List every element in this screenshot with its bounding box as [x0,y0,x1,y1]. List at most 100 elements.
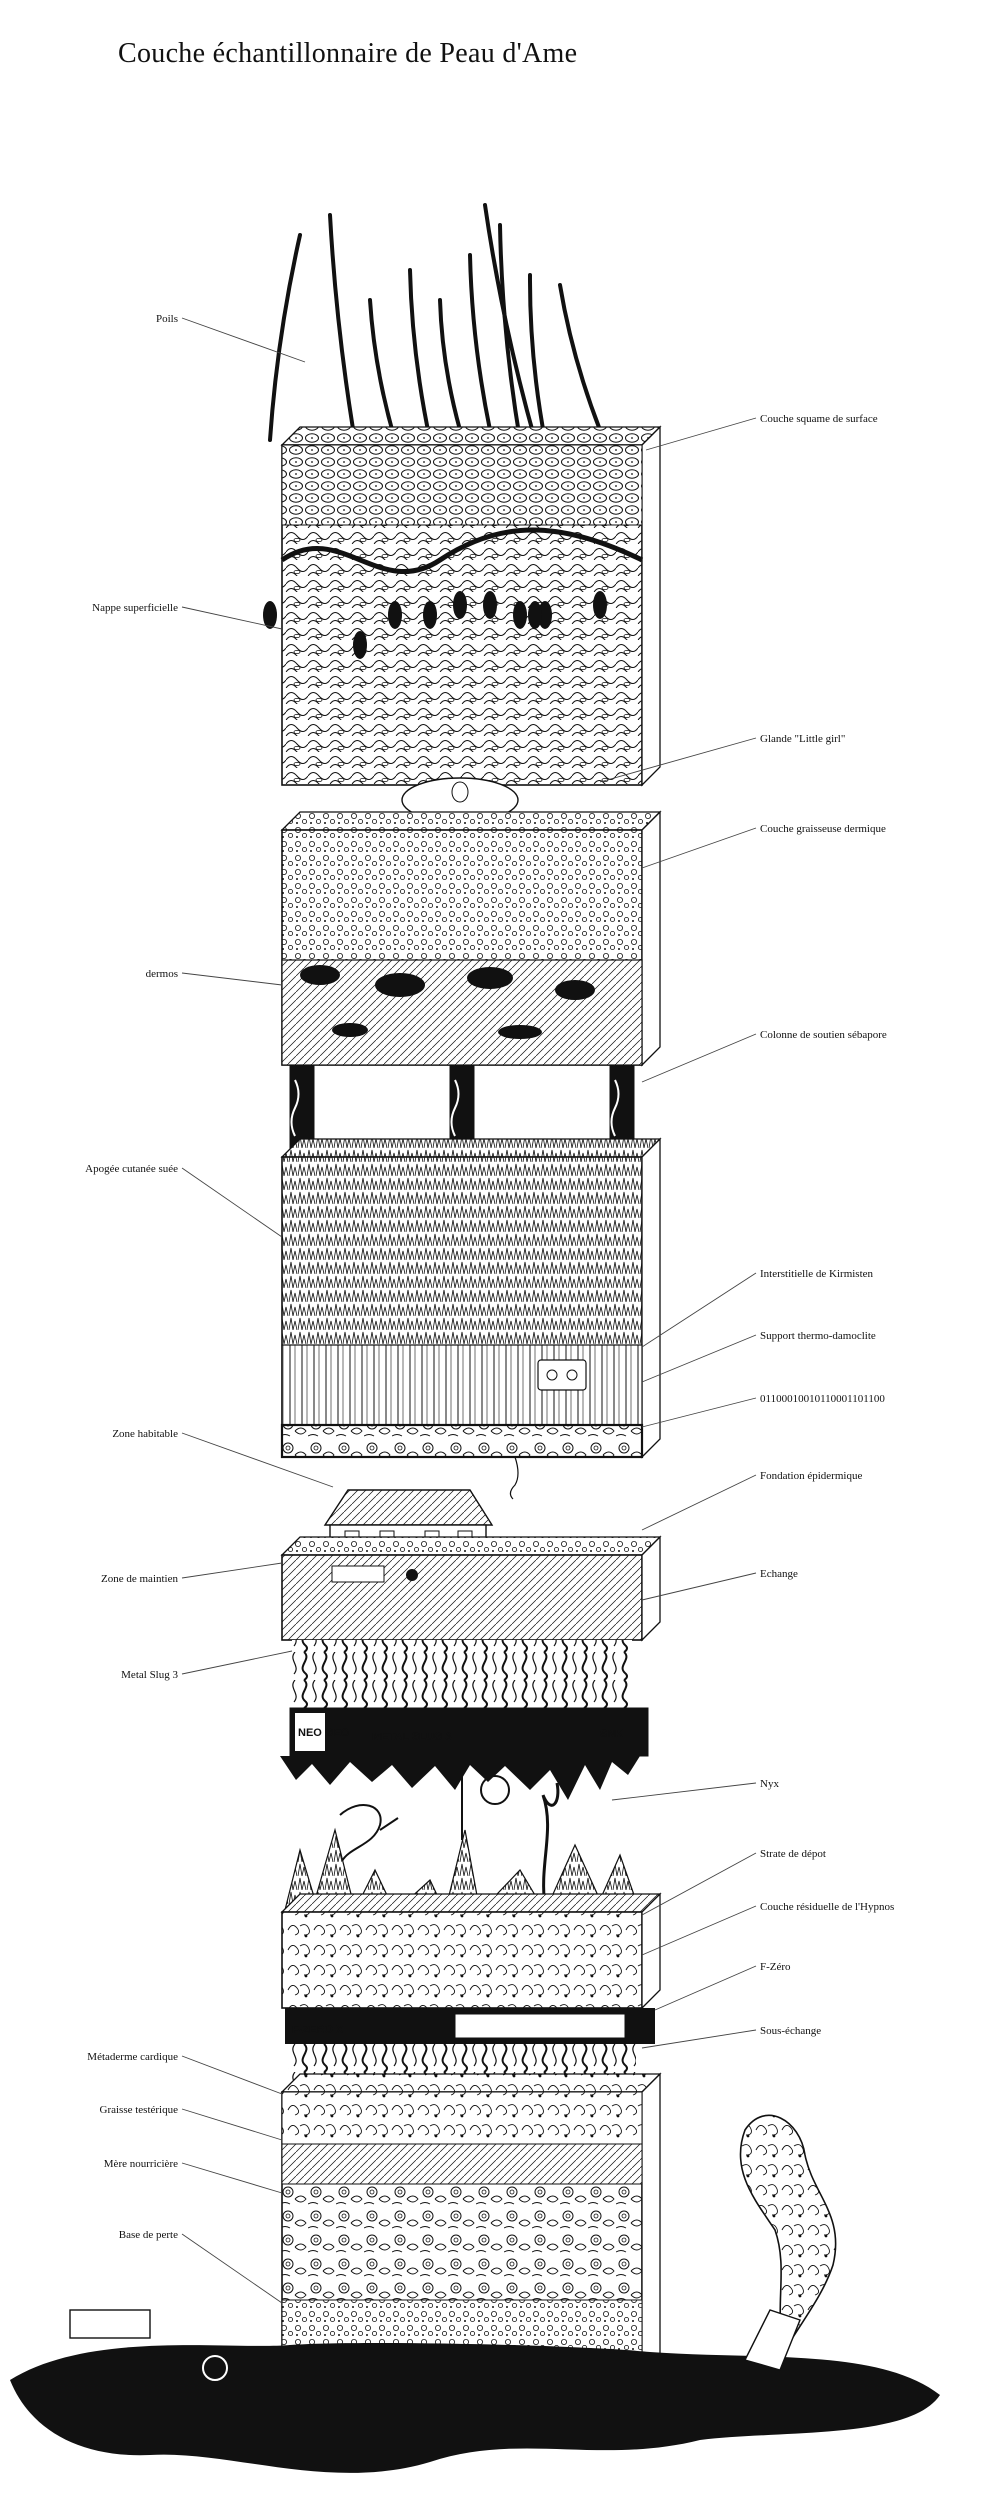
leader-line [641,827,757,869]
nappe-dark-wave [280,527,644,574]
leader-line [181,1562,283,1579]
gland-face [451,781,469,803]
label-left: Zone de maintien [101,1573,178,1585]
label-left: Graisse testérique [100,2104,179,2116]
cartridge-text-metal_slug: METAL SLUG 3 [372,1731,452,1743]
leader-line [654,1965,757,2011]
cassette-reel [566,1369,578,1381]
house-roof [323,1489,494,1526]
hair-follicle [353,631,367,659]
label-right: Couche graisseuse dermique [760,823,886,835]
hair-strand [408,268,432,442]
cartridge-spine [295,1713,325,1751]
pool-creature [202,2355,228,2381]
leader-line [599,737,757,783]
cartridge-text-fzero: F-ZERO X [292,2024,344,2036]
deposit-block-top [280,1893,662,1913]
label-left: Metal Slug 3 [121,1669,178,1681]
label-left: dermos [146,968,178,980]
leader-line [641,1905,757,1956]
leader-line [641,1572,757,1601]
cartridge-text-snk: SNK [600,1728,623,1740]
tiny-bed [69,2309,151,2339]
hair-strand [268,233,302,442]
label-right: Couche résiduelle de l'Hypnos [760,1901,894,1913]
sweat-apex-block-top [280,1138,662,1158]
hair-strand [558,283,602,432]
torch-hand [743,2309,801,2371]
exchange-worms [292,1640,632,1708]
leader-line [641,1474,757,1531]
hair-strand [368,298,397,442]
label-left: Apogée cutanée suée [85,1163,178,1175]
cartridge-text-neo_geo: NEO GEO [298,1727,350,1739]
skin-top-layer-top [280,426,662,446]
leader-line [641,1272,757,1348]
surface-scale-band [281,444,643,526]
dermos-dark-blot [555,980,595,1000]
leader-line [181,1432,334,1488]
binary-ornament-band [280,1423,644,1459]
kirmisten-stripes [281,1344,643,1426]
bottom-block-top [280,2073,662,2093]
leader-line [641,1397,757,1428]
nyx-spikes [284,1827,641,1914]
hair-strand [438,298,462,432]
dermos-dark-blot [467,967,513,989]
column-ornament [610,1079,620,1137]
leader-line [181,606,283,630]
hair-follicle [453,591,467,619]
hair-follicle [483,591,497,619]
foundation-block-top [280,1536,662,1556]
column-ornament [290,1079,300,1137]
layer-stack: NEO GEO METAL SLUG 3 SNK F-ZERO X [10,203,940,2473]
leader-line [181,1650,293,1675]
dermos-dark-blot [300,965,340,985]
hair-follicle [423,601,437,629]
hair-strand [468,253,492,432]
hair-strand [498,223,522,442]
column-ornament [450,1079,460,1137]
leader-line [641,2029,757,2049]
leader-line [181,1167,283,1238]
label-right: Glande "Little girl" [760,733,845,745]
dripping-tendril [509,1456,519,1500]
label-left: Mère nourricière [104,2158,178,2170]
black-ink-pool [10,2342,940,2473]
dermos-dark-blot [498,1025,542,1039]
fat-dermis-block-top [280,811,662,831]
hair-strand [527,273,547,442]
foundation-machine [331,1565,385,1583]
dermos-dark-blot [375,973,425,997]
leader-line [181,2108,283,2141]
leader-line [641,1852,757,1916]
hair-follicle [513,601,527,629]
label-right: Nyx [760,1778,779,1790]
leader-line [641,1334,757,1383]
label-right: F-Zéro [760,1961,791,1973]
hair-strand [483,203,537,442]
hair-follicle [263,601,277,629]
hair-follicle [538,601,552,629]
label-left: Nappe superficielle [92,602,178,614]
label-right: Interstitielle de Kirmisten [760,1268,874,1280]
label-left: Zone habitable [112,1428,178,1440]
leader-line [645,417,757,451]
label-right: 01100010010110001101100 [760,1393,885,1405]
label-right: Sous-échange [760,2025,821,2037]
leader-line [181,2162,283,2194]
label-right: Colonne de soutien sébapore [760,1029,887,1041]
label-right: Fondation épidermique [760,1470,862,1482]
graisse-band [281,2143,643,2185]
nyx-orb [480,1775,510,1805]
leader-line [641,1033,757,1083]
label-left: Métaderme cardique [87,2051,178,2063]
nyx-vine [541,1782,560,1906]
leader-line [611,1782,757,1801]
cartridge-label-panel [454,2013,626,2039]
label-left: Base de perte [119,2229,178,2241]
leader-line [181,2233,283,2304]
